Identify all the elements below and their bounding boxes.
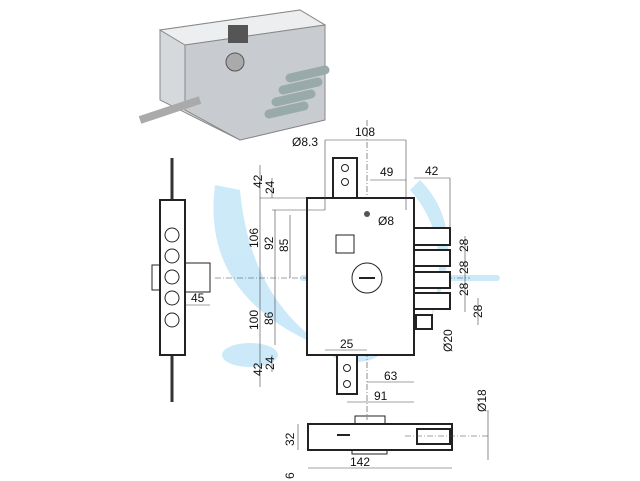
side-view: 45 bbox=[151, 158, 211, 402]
dim-bolt-dia-18: Ø18 bbox=[475, 389, 489, 412]
dim-bolt-dia: Ø20 bbox=[441, 329, 455, 352]
dim-bolt-projection: 45 bbox=[191, 291, 205, 305]
dim-bolt-pitch-4: 28 bbox=[471, 304, 485, 318]
dim-offset-49: 49 bbox=[380, 165, 394, 179]
dim-bolt-length: 42 bbox=[425, 164, 439, 178]
dim-bolt-pitch-1: 28 bbox=[457, 238, 471, 252]
dim-height-106: 106 bbox=[247, 228, 261, 248]
dim-hole-dia: Ø8.3 bbox=[292, 135, 318, 149]
dim-height-100: 100 bbox=[247, 310, 261, 330]
front-view: 108 Ø8.3 49 42 Ø8 25 63 91 42 24 106 92 … bbox=[215, 120, 485, 420]
dim-height-86: 86 bbox=[262, 311, 276, 325]
dim-pin-dia: Ø8 bbox=[378, 214, 394, 228]
dim-thickness: 32 bbox=[283, 432, 297, 446]
dim-length: 142 bbox=[350, 455, 370, 469]
dim-width-top: 108 bbox=[355, 125, 375, 139]
dim-plate: 6 bbox=[283, 472, 297, 479]
dim-tab-bottom-42: 42 bbox=[251, 362, 265, 376]
dim-bolt-pitch-2: 28 bbox=[457, 260, 471, 274]
bottom-view: 32 142 6 Ø18 bbox=[283, 389, 489, 479]
dim-offset-63: 63 bbox=[384, 369, 398, 383]
dim-tab-top-42: 42 bbox=[251, 174, 265, 188]
dim-tab-bottom-24: 24 bbox=[263, 356, 277, 370]
dim-bolt-pitch-3: 28 bbox=[457, 282, 471, 296]
dim-offset-91: 91 bbox=[374, 389, 388, 403]
dim-height-92: 92 bbox=[262, 236, 276, 250]
dim-tab-top-24: 24 bbox=[263, 180, 277, 194]
dim-height-85: 85 bbox=[277, 238, 291, 252]
lock-product-image bbox=[138, 9, 330, 141]
dim-spacing-25: 25 bbox=[340, 337, 354, 351]
